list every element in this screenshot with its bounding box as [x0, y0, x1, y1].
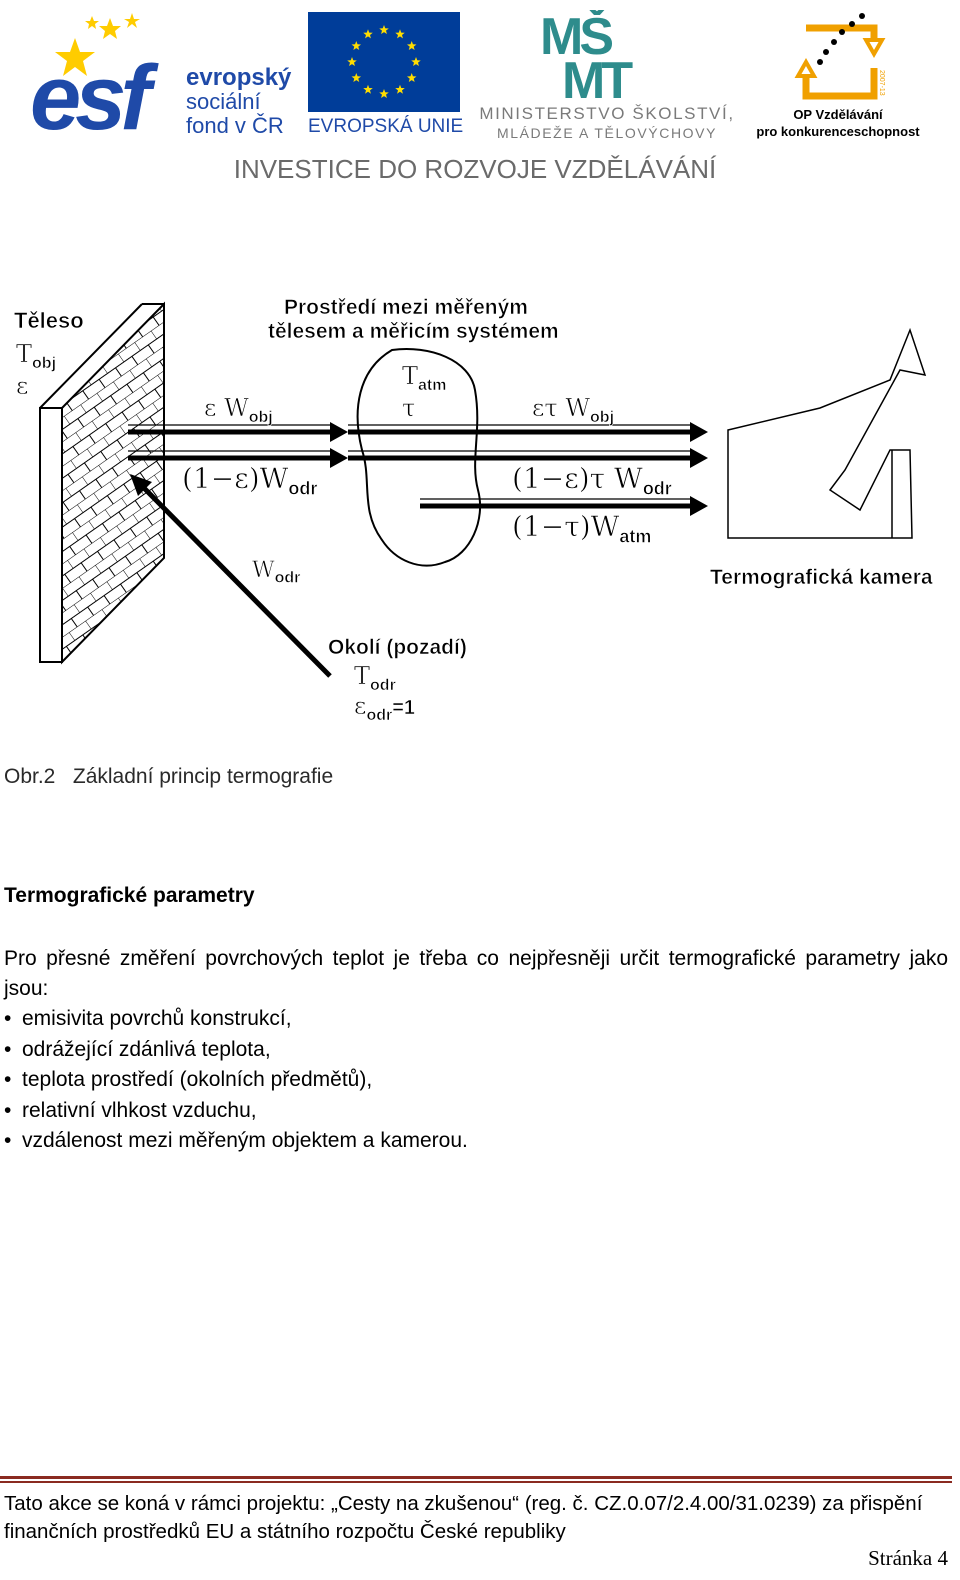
body-temp: Tobj — [16, 340, 57, 372]
footer-line2: finančních prostředků EU a státního rozp… — [4, 1520, 566, 1543]
op-mark-icon: 2007-13 — [794, 13, 886, 100]
footer-divider — [0, 1476, 952, 1484]
medium-line2: tělesem a měřicím systémem — [268, 320, 559, 344]
msmt-line2: MLÁDEŽE A TĚLOVÝCHOVY — [496, 125, 718, 141]
intro-paragraph: Pro přesné změření povrchových teplot je… — [4, 947, 948, 1000]
op-tag: 2007-13 — [878, 70, 885, 96]
camera-label: Termografická kamera — [710, 566, 933, 590]
logo-header: esf evropský sociální fond v ČR EVROPSKÁ… — [0, 0, 960, 200]
eu-star-icon — [406, 41, 417, 51]
bullet-icon: • — [4, 1068, 12, 1091]
eu-flag-icon — [308, 12, 460, 112]
bullet-icon: • — [4, 1098, 12, 1122]
eu-star-icon — [363, 84, 373, 94]
camera-outline — [727, 327, 927, 539]
eu-star-icon — [411, 57, 421, 67]
svg-text:MT: MT — [562, 52, 633, 100]
op-line2: pro konkurenceschopnost — [756, 124, 920, 139]
wall-body — [39, 301, 165, 665]
body-title: Těleso — [14, 308, 84, 334]
thermography-diagram: Těleso Tobj ε Prostředí mezi měřeným těl… — [0, 290, 960, 730]
flow-reflected: (1−ε)Wodr — [182, 462, 318, 499]
flow-out-reflected: (1−ε)τ Wodr — [512, 462, 672, 499]
medium-line1: Prostředí mezi měřeným — [284, 296, 529, 320]
eu-star-icon — [363, 29, 373, 39]
body-emissivity: ε — [16, 372, 29, 401]
list-item: •emisivita povrchů konstrukcí, — [4, 1004, 468, 1035]
surround-emissivity: εodr=1 — [354, 692, 416, 724]
esf-line2: sociální — [186, 89, 261, 114]
flow-emitted: ε Wobj — [204, 394, 273, 426]
figure-caption: Obr.2 Základní princip termografie — [4, 765, 334, 788]
msmt-mark-icon: MŠ MT — [540, 10, 637, 100]
msmt-logo: MŠ MT MINISTERSTVO ŠKOLSTVÍ, MLÁDEŽE A T… — [472, 10, 742, 141]
eu-star-icon — [406, 73, 417, 83]
svg-text:MŠ: MŠ — [540, 10, 612, 66]
section-heading: Termografické parametry — [4, 884, 255, 907]
list-item: •relativní vlhkost vzduchu, — [4, 1096, 468, 1127]
op-logo: 2007-13 OP Vzdělávání pro konkurencescho… — [748, 10, 928, 140]
investice-banner: INVESTICE DO ROZVOJE VZDĚLÁVÁNÍ — [233, 154, 717, 184]
eu-star-icon — [351, 73, 362, 83]
eu-logo: EVROPSKÁ UNIE — [308, 12, 463, 140]
parameter-list: •emisivita povrchů konstrukcí, •odrážejí… — [4, 1004, 468, 1157]
eu-star-icon — [379, 25, 389, 35]
eu-star-icon — [395, 29, 405, 39]
footer-line1: Tato akce se koná v rámci projektu: „Ces… — [4, 1492, 923, 1515]
atm-transmission: τ — [402, 394, 416, 423]
msmt-text: MINISTERSTVO ŠKOLSTVÍ, MLÁDEŽE A TĚLOVÝC… — [472, 104, 742, 141]
list-item: •odrážející zdánlivá teplota, — [4, 1035, 468, 1066]
list-item: •vzdálenost mezi měřeným objektem a kame… — [4, 1126, 468, 1157]
esf-letters: esf — [30, 47, 151, 149]
wodr-label: Wodr — [252, 558, 301, 587]
flow-out-emitted: ετ Wobj — [532, 394, 615, 426]
bullet-icon: • — [4, 1129, 12, 1152]
eu-star-icon — [379, 89, 389, 99]
msmt-line1: MINISTERSTVO ŠKOLSTVÍ, — [479, 104, 735, 123]
op-text: OP Vzdělávání pro konkurenceschopnost — [748, 106, 928, 140]
bullet-icon: • — [4, 1007, 12, 1030]
surround-title: Okolí (pozadí) — [328, 636, 467, 660]
bullet-icon: • — [4, 1037, 12, 1061]
flow-out-atmosphere: (1−τ)Watm — [512, 510, 652, 547]
esf-logo: esf evropský sociální fond v ČR — [30, 10, 300, 144]
list-item: •teplota prostředí (okolních předmětů), — [4, 1065, 468, 1096]
esf-stars-icon — [55, 13, 140, 76]
eu-star-icon — [395, 84, 405, 94]
eu-star-icon — [347, 57, 357, 67]
eu-star-icon — [351, 41, 362, 51]
esf-line3: fond v ČR — [186, 113, 284, 138]
esf-text: evropský sociální fond v ČR — [186, 66, 291, 138]
diagram-graphic — [39, 301, 927, 678]
surround-temp: Todr — [354, 662, 396, 694]
esf-line1: evropský — [186, 64, 292, 91]
eu-label: EVROPSKÁ UNIE — [308, 116, 464, 137]
page-number: Stránka 4 — [868, 1546, 948, 1570]
footer-text: Tato akce se koná v rámci projektu: „Ces… — [4, 1490, 954, 1546]
atm-temp: Tatm — [402, 362, 447, 394]
op-line1: OP Vzdělávání — [793, 107, 883, 122]
